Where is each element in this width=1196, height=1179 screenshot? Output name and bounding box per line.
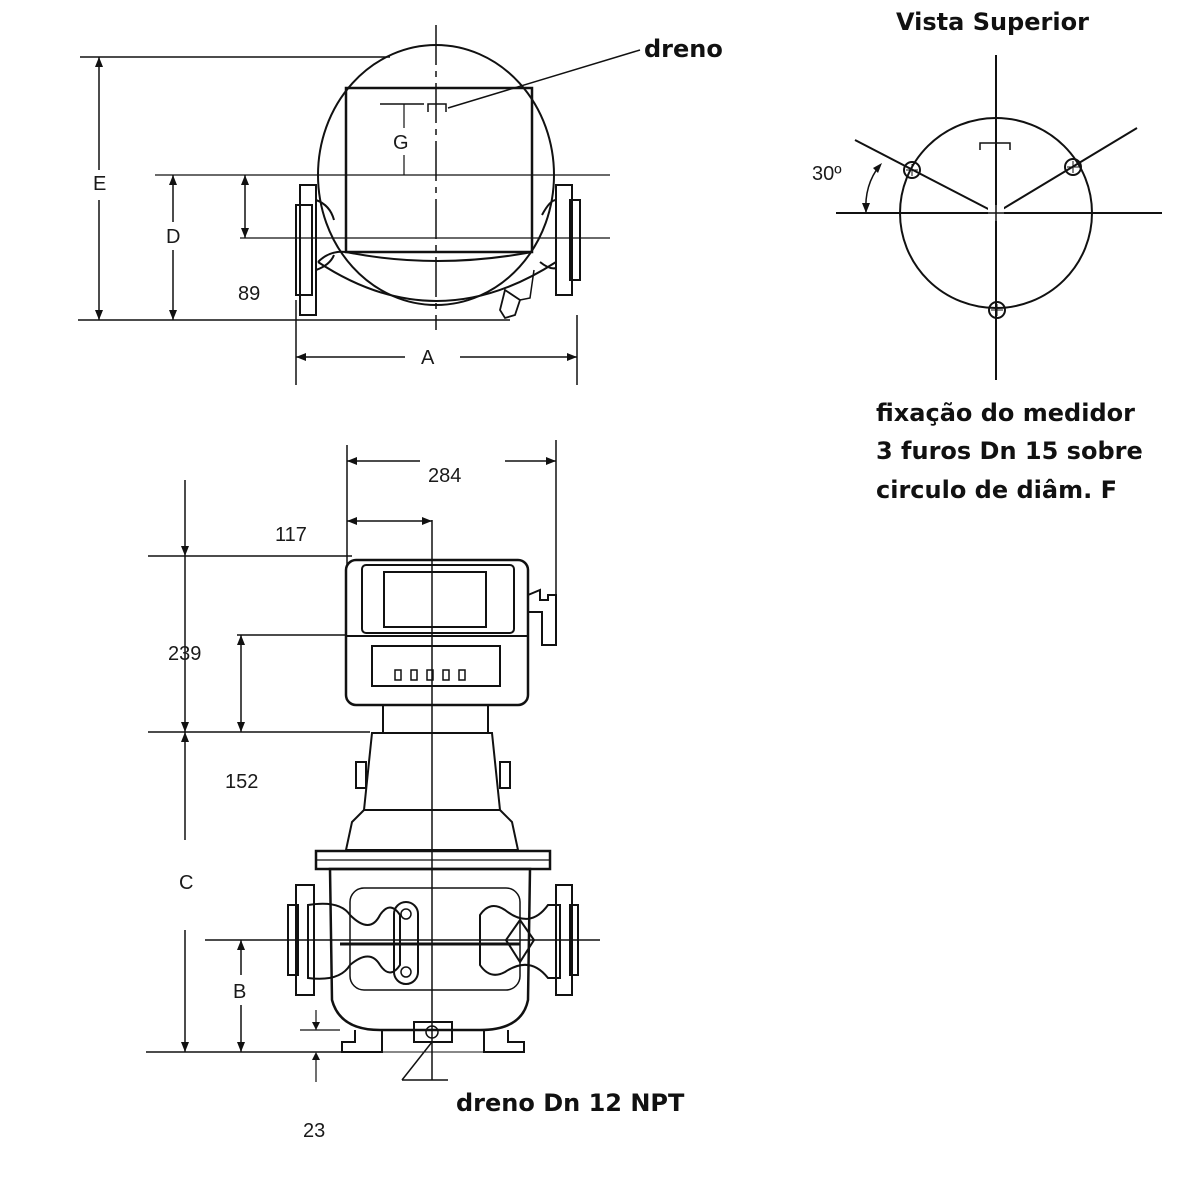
drain-plug — [413, 1021, 453, 1043]
label-c: C — [179, 872, 193, 894]
label-d: D — [166, 226, 180, 248]
caption-line-3: circulo de diâm. F — [876, 476, 1117, 504]
bolt-hole-left — [903, 161, 921, 179]
angle-label: 30º — [812, 163, 842, 185]
valve-diamond — [504, 918, 536, 964]
label-g: G — [393, 132, 409, 154]
label-b: B — [233, 981, 246, 1003]
register-box — [344, 86, 534, 254]
side-view: dreno E G D 89 A — [78, 25, 723, 385]
label-dreno-npt: dreno Dn 12 NPT — [456, 1089, 685, 1117]
label-89: 89 — [238, 283, 260, 305]
label-e: E — [93, 173, 106, 195]
label-117: 117 — [275, 524, 307, 546]
reset-crank — [527, 588, 557, 646]
caption-line-2: 3 furos Dn 15 sobre — [876, 437, 1143, 465]
label-284: 284 — [428, 465, 461, 487]
front-view: 284 117 239 C 152 B — [146, 440, 685, 1142]
bolt-hole-bottom — [988, 301, 1006, 319]
caption-line-1: fixação do medidor — [876, 399, 1135, 427]
counter-digits — [394, 669, 466, 681]
meter-body — [328, 867, 532, 1032]
label-dreno: dreno — [644, 35, 723, 63]
label-239: 239 — [168, 643, 201, 665]
label-23: 23 — [303, 1120, 325, 1142]
meter-body-circle — [317, 44, 555, 306]
vista-superior-title: Vista Superior — [896, 8, 1089, 36]
vista-superior-view: Vista Superior — [812, 8, 1162, 504]
counter-window — [371, 645, 501, 687]
bolt-hole-right — [1064, 158, 1082, 176]
label-152: 152 — [225, 771, 258, 793]
label-a: A — [421, 347, 435, 369]
display-window — [383, 571, 487, 628]
